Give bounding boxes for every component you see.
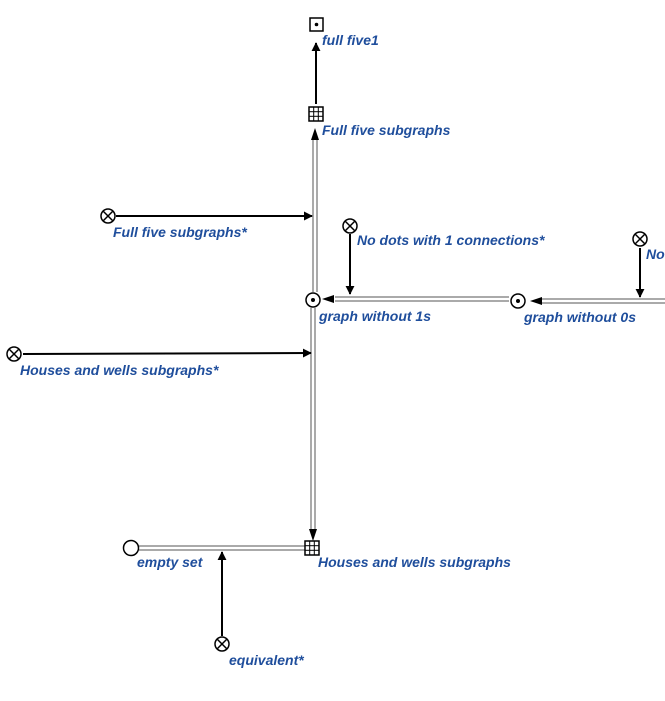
edge-houses-star-to-trunk: [22, 348, 312, 358]
edge-houses-wells-to-empty-set: [139, 545, 305, 551]
circle-dot-icon[interactable]: [510, 293, 526, 309]
edge-graph1s-to-houses-wells: [309, 308, 317, 541]
grid-box-icon[interactable]: [304, 540, 320, 556]
full-five-subgraphs-label: Full five subgraphs: [322, 122, 451, 138]
edge-graph1s-to-full-five-subgraphs: [311, 128, 319, 292]
open-circle-icon[interactable]: [122, 539, 140, 557]
circle-x-icon[interactable]: [342, 218, 358, 234]
no-dots-0-partial-label: No: [646, 246, 665, 262]
edge-graph0s-to-graph1s: [322, 295, 509, 303]
empty-set-label: empty set: [137, 554, 204, 570]
circle-x-icon[interactable]: [100, 208, 116, 224]
circle-dot-icon[interactable]: [305, 292, 321, 308]
houses-wells-star-label: Houses and wells subgraphs*: [20, 362, 219, 378]
boxed-dot-icon[interactable]: [309, 17, 324, 32]
full-five-subgraphs-star-label: Full five subgraphs*: [113, 224, 247, 240]
no-dots-1-label: No dots with 1 connections*: [357, 232, 545, 248]
circle-x-icon[interactable]: [632, 231, 648, 247]
equivalent-label: equivalent*: [229, 652, 304, 668]
graph-without-1s-label: graph without 1s: [318, 308, 431, 324]
houses-wells-label: Houses and wells subgraphs: [318, 554, 511, 570]
circle-x-icon[interactable]: [214, 636, 230, 652]
graph-without-0s-label: graph without 0s: [523, 309, 636, 325]
circle-x-icon[interactable]: [6, 346, 22, 362]
grid-box-icon[interactable]: [308, 106, 324, 122]
full-five1-label: full five1: [322, 32, 379, 48]
edge-offscreen-to-graph0s: [530, 297, 665, 305]
